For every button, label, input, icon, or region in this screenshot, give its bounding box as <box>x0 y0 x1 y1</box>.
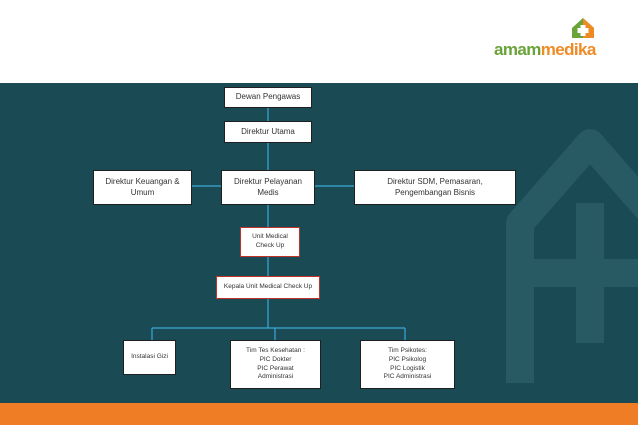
bottom-accent-strip <box>0 403 638 425</box>
dewan-pengawas-label: Dewan Pengawas <box>235 92 301 102</box>
kepala-unit-box: Kepala Unit Medical Check Up <box>216 276 320 299</box>
logo-wordmark: amammedika <box>494 40 596 60</box>
logo-text-medika: medika <box>540 40 597 59</box>
background-watermark-icon <box>506 129 638 383</box>
unit-mcu-line-1: Unit Medical <box>252 233 288 241</box>
direktur-sdm-line-2: Pengembangan Bisnis <box>394 187 476 197</box>
direktur-sdm-box: Direktur SDM, Pemasaran, Pengembangan Bi… <box>354 170 516 205</box>
amammedika-logo: amammedika <box>494 16 606 64</box>
footer-area <box>0 425 638 442</box>
tim-tes-line-1: Tim Tes Kesehatan : <box>246 346 305 354</box>
direktur-utama-box: Direktur Utama <box>224 121 312 143</box>
direktur-keuangan-line-2: Umum <box>130 187 155 197</box>
direktur-keuangan-box: Direktur Keuangan & Umum <box>93 170 192 205</box>
medical-cross-icon <box>572 18 594 38</box>
tim-tes-line-4: Administrasi <box>257 373 294 381</box>
unit-mcu-line-2: Check Up <box>255 242 285 249</box>
kepala-unit-label: Kepala Unit Medical Check Up <box>223 283 313 291</box>
instalasi-gizi-box: Instalasi Gizi <box>123 340 176 375</box>
direktur-pelayanan-line-2: Medis <box>257 187 279 197</box>
direktur-pelayanan-line-1: Direktur Pelayanan <box>233 177 303 187</box>
direktur-pelayanan-box: Direktur Pelayanan Medis <box>221 170 315 205</box>
tim-psikotes-box: Tim Psikotes: PIC Psikolog PIC Logistik … <box>360 340 455 389</box>
tim-tes-line-3: PIC Perawat <box>257 364 294 372</box>
tim-psikotes-line-4: PIC Administrasi <box>383 373 432 381</box>
logo-text-amam: amam <box>494 40 541 59</box>
tim-psikotes-line-1: Tim Psikotes: <box>388 346 427 354</box>
tim-psikotes-line-3: PIC Logistik <box>390 364 425 372</box>
dewan-pengawas-box: Dewan Pengawas <box>224 87 312 108</box>
tim-tes-kesehatan-box: Tim Tes Kesehatan : PIC Dokter PIC Peraw… <box>230 340 321 389</box>
instalasi-gizi-label: Instalasi Gizi <box>131 353 168 361</box>
direktur-sdm-line-1: Direktur SDM, Pemasaran, <box>387 177 483 187</box>
tim-tes-line-2: PIC Dokter <box>259 355 292 363</box>
slide-header: amammedika <box>0 0 638 70</box>
direktur-utama-label: Direktur Utama <box>241 126 295 136</box>
direktur-keuangan-line-1: Direktur Keuangan & <box>105 177 180 187</box>
tim-psikotes-line-2: PIC Psikolog <box>388 355 427 363</box>
unit-medical-check-up-box: Unit Medical Check Up <box>240 227 300 257</box>
